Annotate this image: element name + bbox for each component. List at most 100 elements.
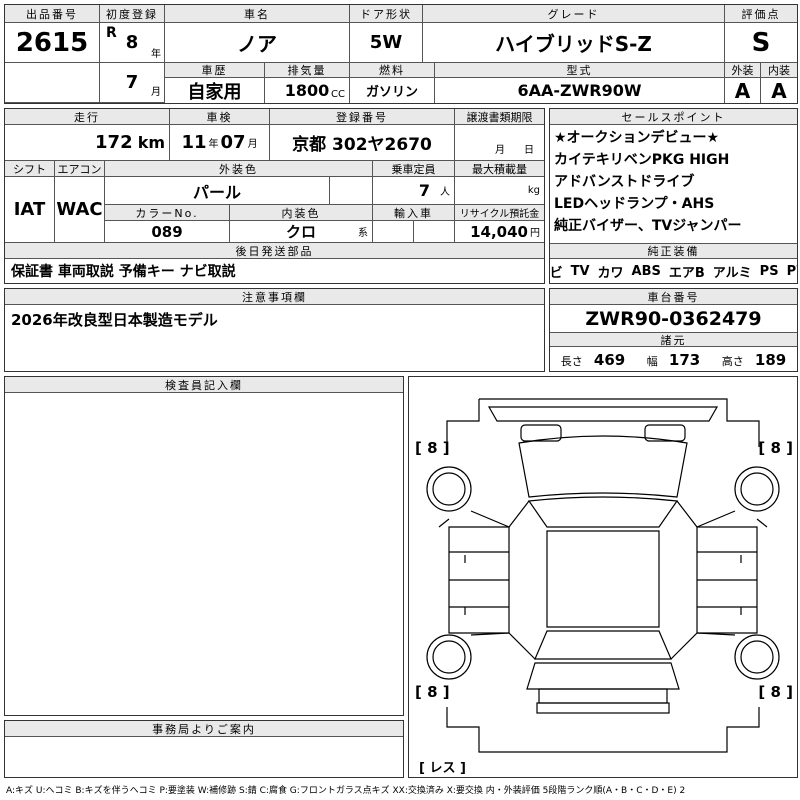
front-bumper <box>487 406 719 422</box>
aircon-value: WAC <box>55 177 105 243</box>
door-value: 5W <box>350 23 423 63</box>
interior-grade: A <box>771 78 787 103</box>
vehicle-info-block: 走行 172 km 車検 11 年 07 月 登録番号 京都 302ヤ2670 … <box>4 108 545 284</box>
hood <box>518 435 688 498</box>
tire-mark-front-right: [ 8 ] <box>758 439 793 457</box>
spec-length: 長さ 469 <box>561 350 625 369</box>
notes-value: 2026年改良型日本製造モデル <box>11 311 218 329</box>
sales-point-item: 純正バイザー、TVジャンパー <box>554 218 742 234</box>
trunk <box>526 662 680 690</box>
inspection-cell: 11 年 07 月 <box>170 125 270 161</box>
side-right <box>696 526 758 634</box>
door-handles <box>464 555 742 615</box>
color-no-header: カラーNo. <box>105 205 230 221</box>
import-cell <box>373 221 414 243</box>
spare-tire-mark: [ レス ] <box>419 761 466 776</box>
interior-header: 内装 <box>761 63 797 78</box>
genuine-eq-item: エアB <box>668 265 705 281</box>
transfer-cell: 月 日 <box>455 125 544 161</box>
grade-header: グレード <box>423 5 725 23</box>
genuine-eq-item: TV <box>570 263 590 279</box>
person-unit: 人 <box>440 187 450 198</box>
int-color-header: 内装色 <box>230 205 373 221</box>
insp-year-unit: 年 <box>208 139 219 150</box>
tire-mark-fr-value: 8 <box>770 439 781 457</box>
history-header: 車歴 <box>165 63 265 78</box>
shift-header: シフト <box>5 161 55 177</box>
ext-color-blank <box>330 177 373 205</box>
model-code-value: 6AA-ZWR90W <box>435 78 725 103</box>
sales-points-header: セールスポイント <box>550 109 797 125</box>
windshield <box>527 496 679 528</box>
kei-unit: 系 <box>358 228 368 239</box>
fuel-header: 燃料 <box>350 63 435 78</box>
cc-unit: CC <box>331 89 345 100</box>
history-value: 自家用 <box>165 78 265 103</box>
rear-window <box>534 630 672 660</box>
car-name-value: ノア <box>165 23 350 63</box>
recycle-value: 14,040 <box>470 222 528 241</box>
inspection-month: 07 <box>220 132 246 153</box>
spec-length-value: 469 <box>593 350 626 369</box>
import-header: 輸入車 <box>373 205 455 221</box>
displacement-cell: 1800 CC <box>265 78 350 103</box>
first-reg-header: 初度登録 <box>100 5 165 23</box>
int-color-cell: クロ 系 <box>230 221 373 243</box>
roof <box>546 530 660 628</box>
transfer-day: 日 <box>524 145 534 156</box>
tire-mark-rl-value: 8 <box>427 683 438 701</box>
spec-width: 幅 173 <box>647 350 700 369</box>
capacity-value: 7 <box>418 181 430 200</box>
genuine-eq-header: 純正装備 <box>550 243 797 259</box>
recycle-header: リサイクル預託金 <box>455 205 544 221</box>
shift-value: IAT <box>5 177 55 243</box>
score-header: 評価点 <box>725 5 797 23</box>
inspection-year: 11 <box>181 132 207 153</box>
wheel-front-left-inner <box>432 472 466 506</box>
genuine-eq-item: PS <box>759 263 779 279</box>
exterior-grade: A <box>725 78 761 103</box>
a-pillars <box>508 500 698 660</box>
grade-value: ハイブリッドS-Z <box>423 23 725 63</box>
transfer-month: 月 <box>495 145 505 156</box>
genuine-eq-item: アルミ <box>712 265 752 281</box>
spec-width-label: 幅 <box>646 354 658 368</box>
body-outline <box>446 398 760 447</box>
tire-mark-front-left: [ 8 ] <box>415 439 450 457</box>
model-code-header: 型式 <box>435 63 725 78</box>
insp-month-unit: 月 <box>247 139 258 150</box>
tire-mark-rr-value: 8 <box>770 683 781 701</box>
genuine-eq-item: PW <box>786 263 797 279</box>
inspector-block: 検査員記入欄 <box>4 376 404 716</box>
rear-bumper <box>538 688 668 704</box>
mileage-header: 走行 <box>5 109 170 125</box>
sales-point-item: カイテキリベンPKG HIGH <box>554 152 730 168</box>
mirrors <box>438 518 768 528</box>
chassis-header: 車台番号 <box>550 289 797 305</box>
recycle-cell: 14,040 円 <box>455 221 544 243</box>
rear-outline <box>446 707 760 753</box>
spec-height-value: 189 <box>754 350 787 369</box>
sales-point-item: LEDヘッドランプ・AHS <box>554 196 715 212</box>
car-diagram <box>426 398 780 753</box>
color-no-value: 089 <box>105 221 230 243</box>
lot-no-value: 2615 <box>5 23 100 63</box>
first-reg-year-cell: R 8 年 <box>100 23 165 63</box>
lot-no-blank <box>5 63 100 103</box>
transfer-header: 譲渡書類期限 <box>455 109 544 125</box>
km-unit: km <box>137 133 165 152</box>
capacity-cell: 7 人 <box>373 177 455 205</box>
reg-no-header: 登録番号 <box>270 109 455 125</box>
wheel-front-right <box>734 466 780 512</box>
later-parts-header: 後日発送部品 <box>5 243 544 259</box>
wheel-front-right-inner <box>740 472 774 506</box>
specs-row: 長さ 469 幅 173 高さ 189 <box>550 347 797 371</box>
sales-point-item: アドバンストドライブ <box>554 174 695 190</box>
displacement-value: 1800 <box>284 81 330 100</box>
tire-mark-rear-right: [ 8 ] <box>758 683 793 701</box>
kg-unit: kg <box>527 185 540 196</box>
header-block: 出品番号 2615 初度登録 R 8 年 7 月 車名 ノア ドア形状 5W グ… <box>4 4 798 104</box>
spare-tire-value: レス <box>429 761 456 776</box>
capacity-header: 乗車定員 <box>373 161 455 177</box>
wheel-rear-left-inner <box>432 640 466 674</box>
